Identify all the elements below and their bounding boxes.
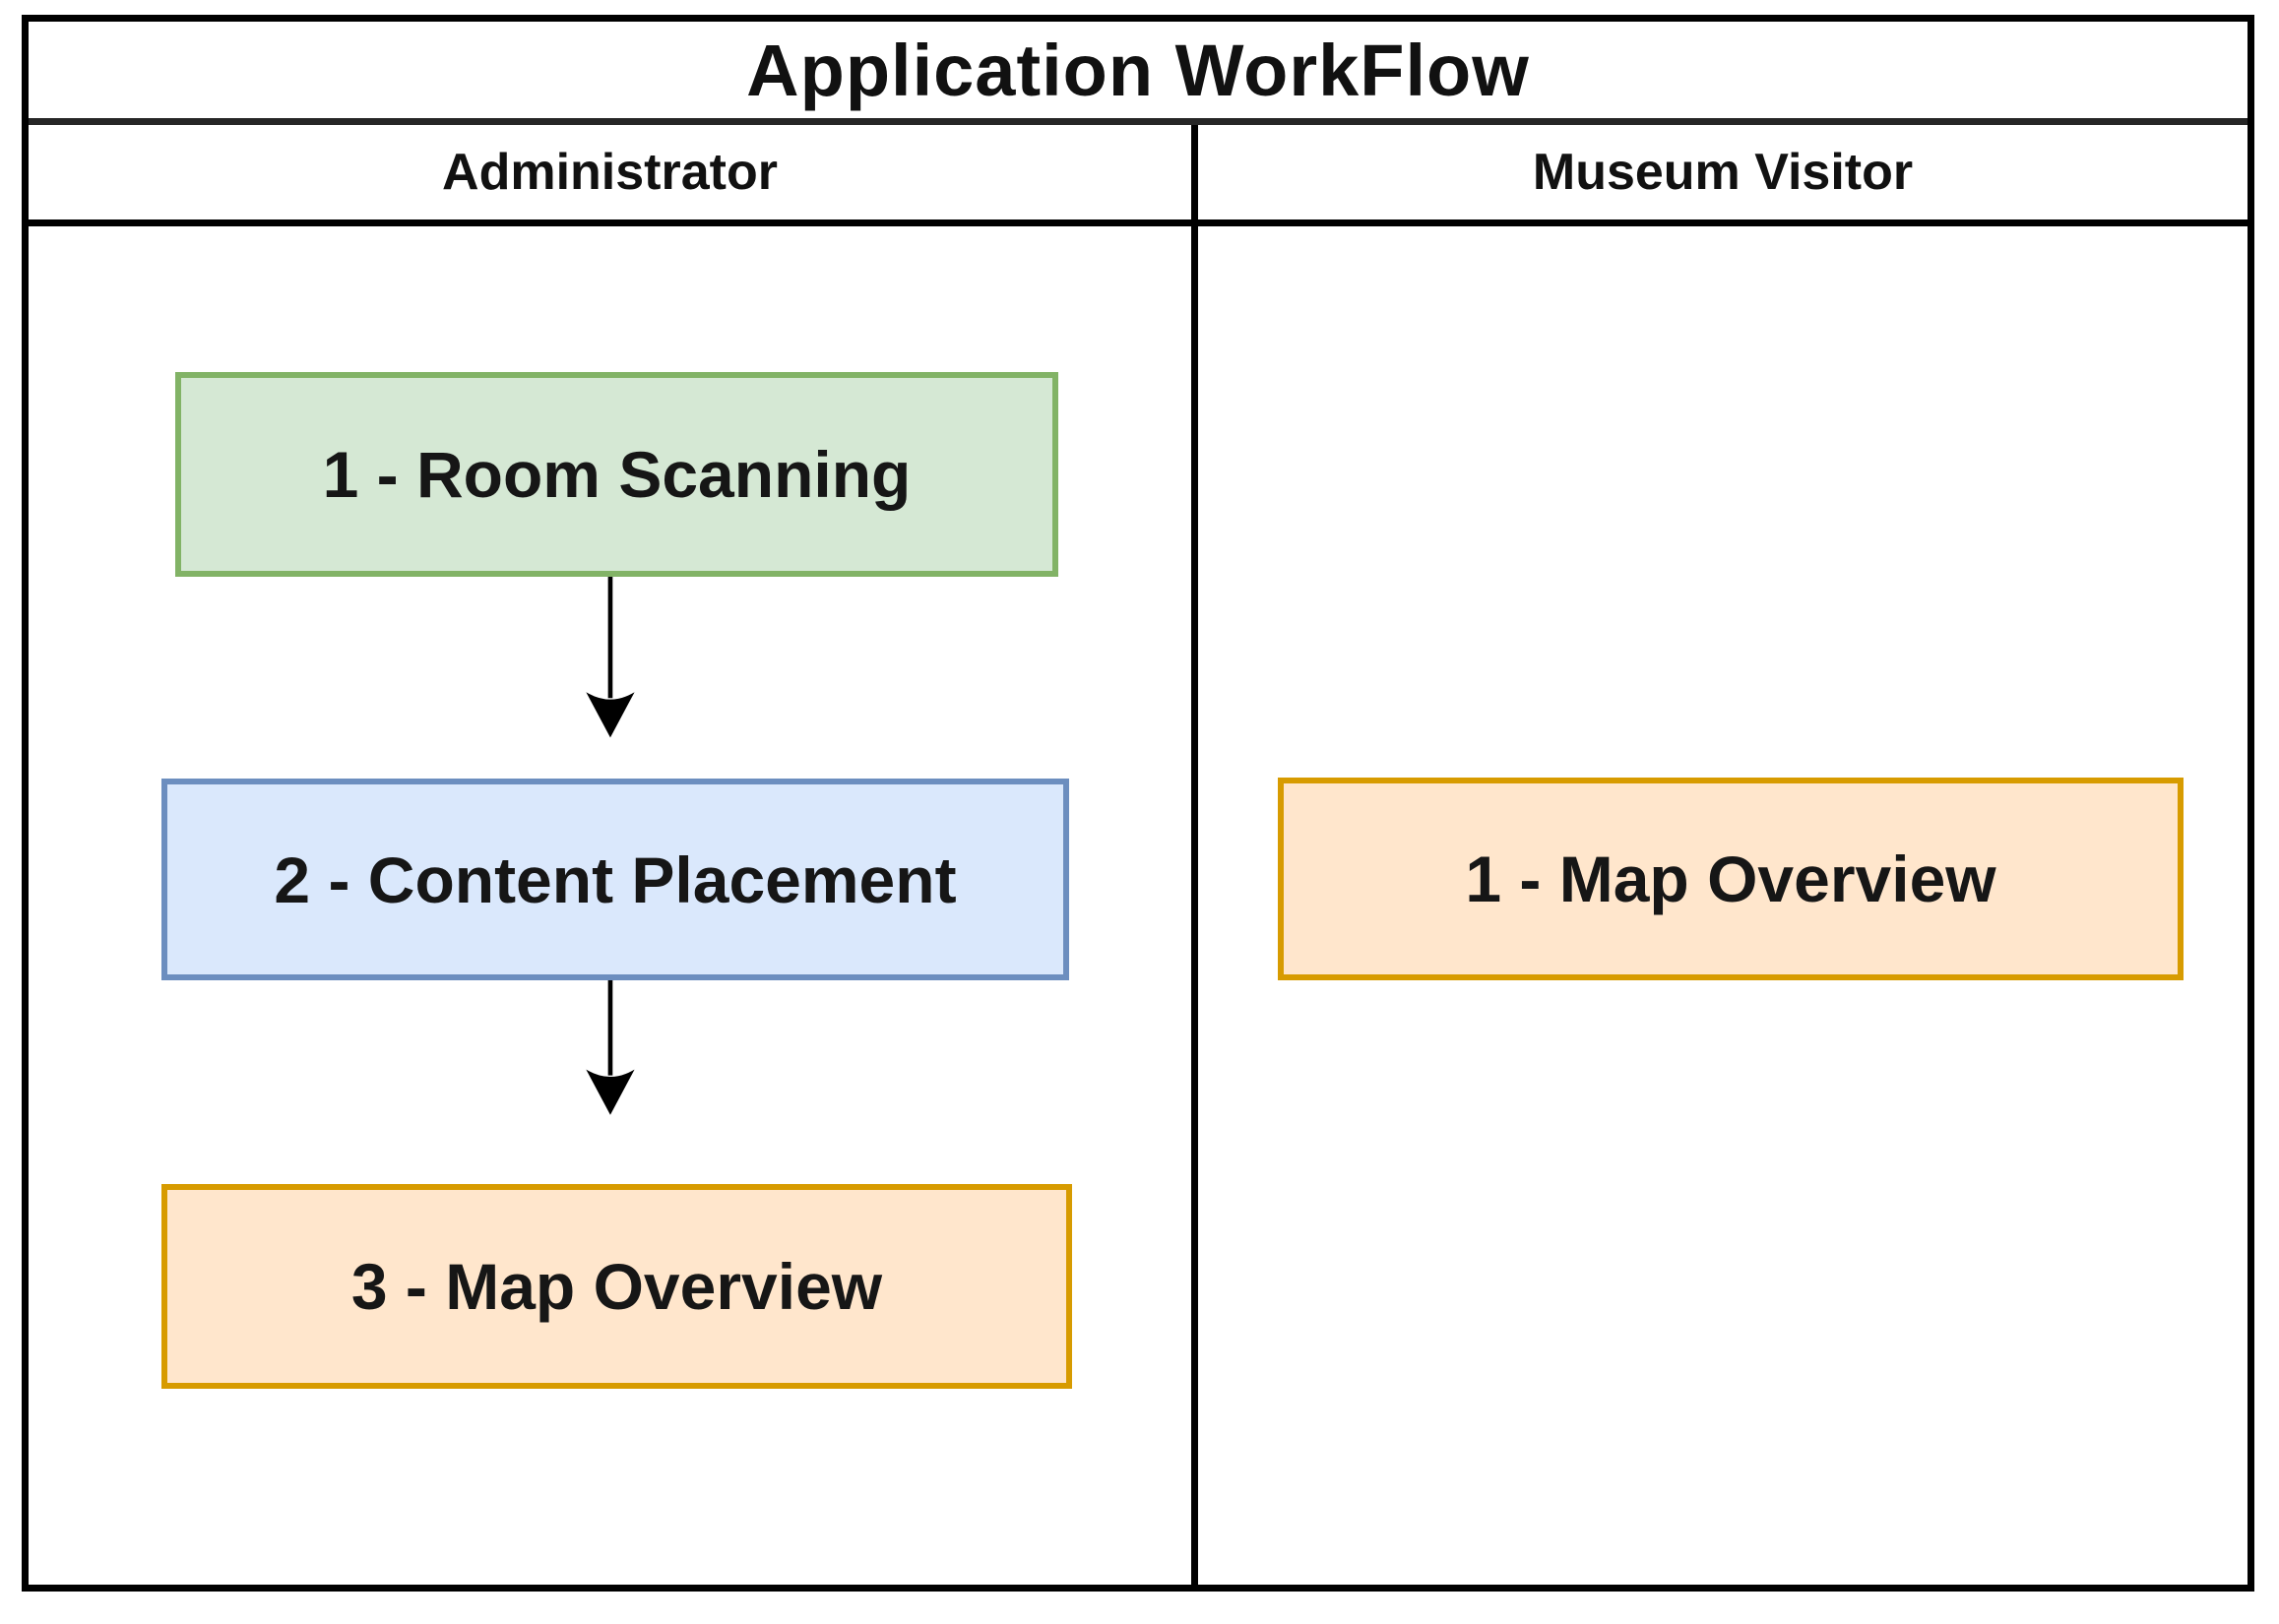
diagram-title-row: Application WorkFlow [29, 22, 2247, 125]
lane-administrator: Administrator [29, 125, 1198, 1585]
diagram-frame: Application WorkFlow Administrator [22, 15, 2254, 1592]
node-content-placement: 2 - Content Placement [161, 779, 1069, 980]
lane-body-administrator: 1 - Room Scanning 2 - Content Placement … [29, 226, 1191, 1585]
node-content-placement-label: 2 - Content Placement [274, 843, 957, 916]
node-map-overview-visitor: 1 - Map Overview [1278, 778, 2184, 980]
lane-header-administrator-label: Administrator [442, 144, 778, 201]
node-room-scanning: 1 - Room Scanning [175, 372, 1058, 577]
lane-museum-visitor: Museum Visitor 1 - Map Overview [1198, 125, 2247, 1585]
node-room-scanning-label: 1 - Room Scanning [322, 438, 912, 511]
lane-header-museum-visitor: Museum Visitor [1198, 125, 2247, 226]
lane-header-museum-visitor-label: Museum Visitor [1532, 144, 1914, 201]
diagram-title: Application WorkFlow [746, 29, 1530, 111]
arrow-room-to-content [586, 552, 635, 738]
lane-body-museum-visitor: 1 - Map Overview [1198, 226, 2247, 1585]
node-map-overview-visitor-label: 1 - Map Overview [1465, 843, 1996, 915]
lane-header-administrator: Administrator [29, 125, 1191, 226]
node-map-overview-admin: 3 - Map Overview [161, 1184, 1072, 1389]
node-map-overview-admin-label: 3 - Map Overview [350, 1250, 883, 1323]
swimlanes: Administrator [29, 125, 2247, 1585]
